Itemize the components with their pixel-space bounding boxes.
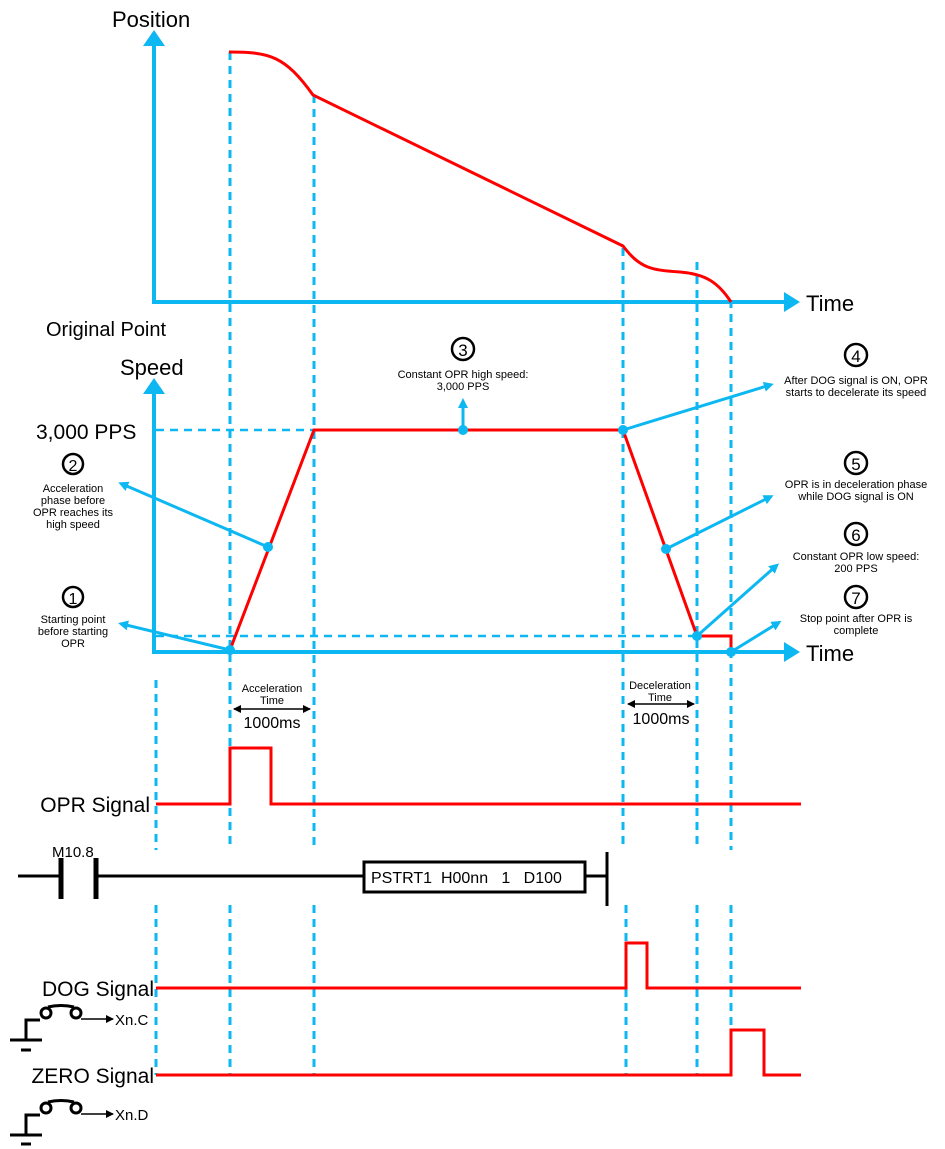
contact-label: M10.8	[52, 844, 94, 861]
callout-arrow-1	[118, 620, 231, 652]
svg-text:6: 6	[851, 526, 860, 545]
annotation-4: 4 After DOG signal is ON, OPR starts to …	[784, 342, 928, 399]
svg-text:OPR is in deceleration phase: OPR is in deceleration phase	[785, 479, 927, 491]
original-point-label: Original Point	[46, 319, 167, 341]
instruction-text: PSTRT1 H00nn 1 D100	[371, 870, 562, 887]
svg-text:starts to decelerate its speed: starts to decelerate its speed	[786, 387, 927, 399]
callout-arrow-6	[696, 563, 779, 638]
annotation-number-badge	[843, 584, 869, 610]
svg-text:3: 3	[458, 341, 467, 360]
opr-signal: OPR Signal	[40, 746, 801, 817]
annotation-3: 3 Constant OPR high speed: 3,000 PPS	[398, 336, 529, 393]
speed-time-label: Time	[806, 641, 854, 666]
annotation-number-badge	[843, 342, 869, 368]
annotation-1: 1 Starting point before starting OPR	[38, 585, 108, 650]
svg-text:while DOG signal is ON: while DOG signal is ON	[797, 491, 914, 503]
svg-text:Acceleration: Acceleration	[242, 683, 303, 695]
zero-signal-label: ZERO Signal	[31, 1065, 154, 1088]
annotation-number-badge	[61, 585, 85, 609]
annotation-number-badge	[61, 452, 85, 476]
svg-text:Acceleration: Acceleration	[43, 483, 104, 495]
callout-arrow-5	[665, 495, 774, 551]
annotation-6: 6 Constant OPR low speed: 200 PPS	[793, 521, 920, 575]
svg-text:2: 2	[69, 458, 78, 475]
zero-signal-waveform	[156, 1028, 801, 1077]
zero-switch-icon	[10, 1099, 114, 1146]
callout-arrow-2	[118, 481, 269, 549]
position-x-arrow-icon	[784, 292, 800, 312]
opr-signal-label: OPR Signal	[40, 794, 150, 817]
svg-text:1: 1	[69, 591, 78, 608]
svg-text:3,000 PPS: 3,000 PPS	[437, 381, 490, 393]
opr-signal-waveform	[156, 746, 801, 806]
svg-text:Time: Time	[648, 692, 672, 704]
zero-input-label: Xn.D	[115, 1107, 149, 1124]
svg-text:4: 4	[851, 347, 860, 366]
svg-text:complete: complete	[834, 625, 879, 637]
dog-switch-icon	[10, 1004, 114, 1052]
position-axis-label: Position	[112, 7, 190, 32]
position-y-arrow-icon	[143, 30, 165, 46]
svg-text:Constant OPR high speed:: Constant OPR high speed:	[398, 369, 529, 381]
high-speed-label: 3,000 PPS	[36, 421, 136, 444]
annotation-number-badge	[843, 450, 869, 476]
ladder-rung: M10.8 PSTRT1 H00nn 1 D100	[18, 844, 609, 906]
svg-text:Deceleration: Deceleration	[629, 680, 691, 692]
svg-text:200 PPS: 200 PPS	[834, 563, 877, 575]
callout-arrow-4	[622, 381, 774, 432]
svg-text:before starting: before starting	[38, 626, 108, 638]
callout-arrow-7	[730, 620, 782, 654]
speed-y-arrow-icon	[143, 378, 165, 394]
annotation-7: 7 Stop point after OPR is complete	[800, 584, 913, 637]
svg-text:Stop point after OPR is: Stop point after OPR is	[800, 613, 913, 625]
svg-text:Starting point: Starting point	[41, 614, 106, 626]
svg-text:After DOG signal is ON, OPR: After DOG signal is ON, OPR	[784, 375, 928, 387]
speed-axis-label: Speed	[120, 355, 184, 380]
time-guides	[154, 52, 733, 1075]
speed-chart: Speed Time 3,000 PPS	[33, 336, 928, 666]
svg-text:phase before: phase before	[41, 495, 105, 507]
speed-x-arrow-icon	[784, 642, 800, 662]
deceleration-time: Deceleration Time 1000ms	[627, 680, 695, 728]
annotation-number-badge	[450, 336, 476, 362]
svg-text:1000ms: 1000ms	[633, 711, 690, 728]
position-curve	[228, 50, 733, 303]
annotation-number-badge	[843, 521, 869, 547]
svg-text:OPR: OPR	[61, 638, 85, 650]
svg-text:Time: Time	[260, 695, 284, 707]
position-chart: Position Time Original Point	[46, 7, 854, 341]
dog-signal-label: DOG Signal	[42, 978, 154, 1001]
position-time-label: Time	[806, 291, 854, 316]
svg-text:1000ms: 1000ms	[244, 715, 301, 732]
svg-text:Constant OPR low speed:: Constant OPR low speed:	[793, 551, 920, 563]
callouts	[118, 381, 782, 657]
dog-signal: DOG Signal Xn.C	[10, 941, 801, 1052]
acceleration-time: Acceleration Time 1000ms	[233, 683, 311, 732]
dog-input-label: Xn.C	[115, 1012, 149, 1029]
annotation-5: 5 OPR is in deceleration phase while DOG…	[785, 450, 927, 503]
speed-profile	[228, 428, 733, 651]
svg-text:OPR reaches its: OPR reaches its	[33, 507, 114, 519]
svg-text:high speed: high speed	[46, 519, 100, 531]
annotation-2: 2 Acceleration phase before OPR reaches …	[33, 452, 114, 531]
svg-text:7: 7	[851, 589, 860, 608]
dog-signal-waveform	[156, 941, 801, 990]
zero-signal: ZERO Signal Xn.D	[10, 1028, 801, 1146]
svg-text:5: 5	[851, 455, 860, 474]
